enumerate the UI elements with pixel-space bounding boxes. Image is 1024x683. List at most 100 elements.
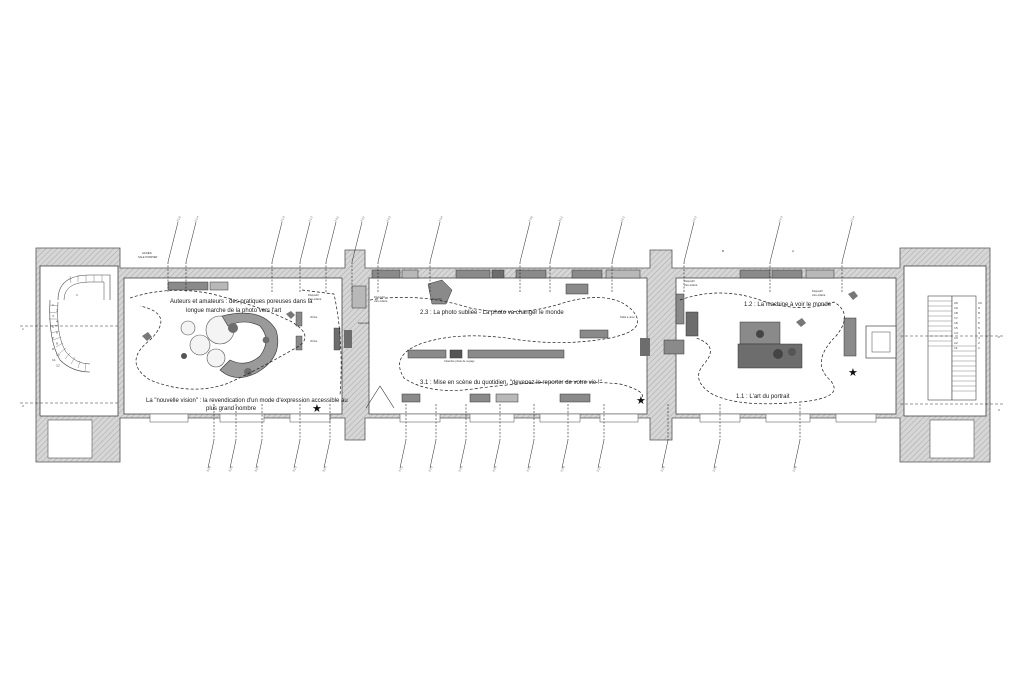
- start-stars: ★ ★ ★: [312, 367, 858, 415]
- west-stair-number: 5: [52, 325, 54, 329]
- callout-top-label: 2.3.3: [385, 215, 392, 222]
- central-room-fixtures: [344, 269, 650, 409]
- callout-top: 2.3.4: [429, 215, 444, 292]
- callout-bottom-label: 1.2.6: [791, 465, 798, 472]
- callout-top: 3.1.1: [549, 215, 564, 292]
- east-stair-number: 1: [978, 346, 980, 350]
- callout-top-label: 1.2.1: [619, 215, 626, 222]
- table-label: Table à Jeux: [620, 315, 635, 319]
- callout-top-label: 2.3.4: [437, 215, 444, 222]
- callout-bottom: 2.2.2: [427, 404, 437, 472]
- vitre-label-w: vitre éclairé: [308, 297, 322, 301]
- west-stair: 1: [20, 274, 120, 404]
- callout-top-label: 1.1.4: [193, 215, 200, 222]
- east-stair-number: 3: [978, 336, 980, 340]
- star-icon: ★: [312, 403, 322, 415]
- callout-bottom-label: 1.2.5: [711, 465, 718, 472]
- callout-top-label: 1.1.5: [175, 215, 182, 222]
- west-stair-number: 11: [52, 358, 56, 362]
- callout-top: 1.2.1: [611, 215, 626, 292]
- west-stair-number: 6: [56, 331, 58, 335]
- callout-bottom: 2.2.4: [491, 404, 501, 472]
- east-stair-number: 18: [954, 311, 958, 315]
- west-stair-number: 8: [56, 342, 58, 346]
- callout-bottom: 1.1.1: [595, 404, 605, 472]
- east-stair-number: 11: [954, 346, 958, 350]
- west-stair-label: 1: [76, 293, 78, 297]
- dispositif-label-w: Dispositif: [308, 293, 319, 297]
- east-stair-number: 2: [978, 341, 980, 345]
- east-stair-number: 10: [978, 301, 982, 305]
- west-stair-number: 12: [56, 364, 60, 368]
- callout-top: 1.2.2: [683, 215, 698, 292]
- callout-bottom: 1.2.5: [711, 404, 721, 472]
- mur-label: Mur 400: [432, 297, 442, 301]
- callout-top: 1.1.4: [185, 215, 200, 292]
- callout-bottom-label: 2.2.3: [457, 465, 464, 472]
- callout-top-label: 3.1.1: [557, 215, 564, 222]
- callout-bottom: 2.2.1: [397, 404, 407, 472]
- west-mark-bottom: 2: [22, 404, 24, 408]
- east-stair-number: 19: [954, 306, 958, 310]
- callout-bottom: 3.1.6: [205, 404, 215, 472]
- east-stair-number: 6: [978, 321, 980, 325]
- acces-sub-label: SALE POMPIER: [138, 255, 157, 259]
- vitrine-label-2: Vitrine: [310, 339, 318, 343]
- callout-top-label: 1.2.4: [849, 215, 856, 222]
- vitrine-label-1: Vitrine: [310, 315, 318, 319]
- east-stair-number: 17: [954, 316, 958, 320]
- callout-top: 2.3.1: [325, 215, 340, 292]
- callout-bottom-label: 1.1.6: [659, 465, 666, 472]
- section-b-mark: B: [722, 249, 724, 253]
- east-stair-number: 12: [954, 341, 958, 345]
- callout-bottom: 3.1.3: [291, 404, 301, 472]
- window-bays: [149, 413, 877, 423]
- star-icon: ★: [848, 367, 858, 379]
- west-stair-number: 9: [52, 347, 54, 351]
- callout-bottom-label: 3.1.5: [227, 465, 234, 472]
- callout-bottom-label: 2.2.4: [491, 465, 498, 472]
- callout-bottom-label: 1.1.1: [595, 465, 602, 472]
- callout-bottom: 1.1.6: [659, 404, 669, 472]
- callout-bottom-label: 2.2.2: [427, 465, 434, 472]
- callout-bottom-label: 2.2.1: [397, 465, 404, 472]
- west-stair-number: 3: [52, 314, 54, 318]
- callout-top: 2.3.2: [351, 215, 366, 292]
- callout-top: 1.1.2: [299, 215, 314, 292]
- east-stair-number: 16: [954, 321, 958, 325]
- vitre-label-c: vitre éclairé: [374, 299, 388, 303]
- east-title-top: 1.2 : La machine à voir le monde: [744, 302, 832, 308]
- callout-top: 2.3.5: [519, 215, 534, 292]
- vitre-label-e2: vitre éclairé: [812, 293, 826, 297]
- west-title-3: La "nouvelle vision" : la revendication …: [146, 398, 348, 404]
- east-stair-number: 5: [978, 326, 980, 330]
- callout-bottom: 2.2.3: [457, 404, 467, 472]
- east-mark-bottom: 2: [998, 408, 1000, 412]
- acces-label: ACCES: [142, 251, 152, 255]
- callout-bottom-label: 3.1.3: [291, 465, 298, 472]
- west-title-4: plus grand nombre: [206, 406, 257, 412]
- callout-bottom-label: 3.1.4: [253, 465, 260, 472]
- visitor-path: [129, 289, 845, 405]
- dispositif-label-e: Dispositif: [684, 279, 695, 283]
- callout-top: 1.2.3: [769, 215, 784, 292]
- east-stair-number: 14: [954, 331, 958, 335]
- dispositif-label-c: Dispositif: [374, 295, 385, 299]
- callout-bottom: 1.2.6: [791, 404, 801, 472]
- callout-bottom: 3.1.4: [253, 404, 263, 472]
- central-title-bottom: 3.1 : Mise en scène du quotidien, "deven…: [420, 380, 602, 386]
- east-stair: 2 2: [865, 295, 1004, 412]
- callout-bottom-label: 3.1.6: [205, 465, 212, 472]
- west-stair-number: 7: [52, 336, 54, 340]
- callout-bottom-label: 2.2.6: [559, 465, 566, 472]
- vitre-label-e: vitre éclairé: [684, 283, 698, 287]
- west-stair-number: 2: [56, 309, 58, 313]
- east-room-fixtures: [663, 269, 858, 369]
- zone-titles: Auteurs et amateurs : des pratiques pore…: [146, 299, 832, 412]
- fixture-labels: ACCES SALE POMPIER Dispositif vitre écla…: [22, 249, 826, 408]
- west-stair-number: 4: [56, 320, 58, 324]
- east-stair-number: 9: [978, 306, 980, 310]
